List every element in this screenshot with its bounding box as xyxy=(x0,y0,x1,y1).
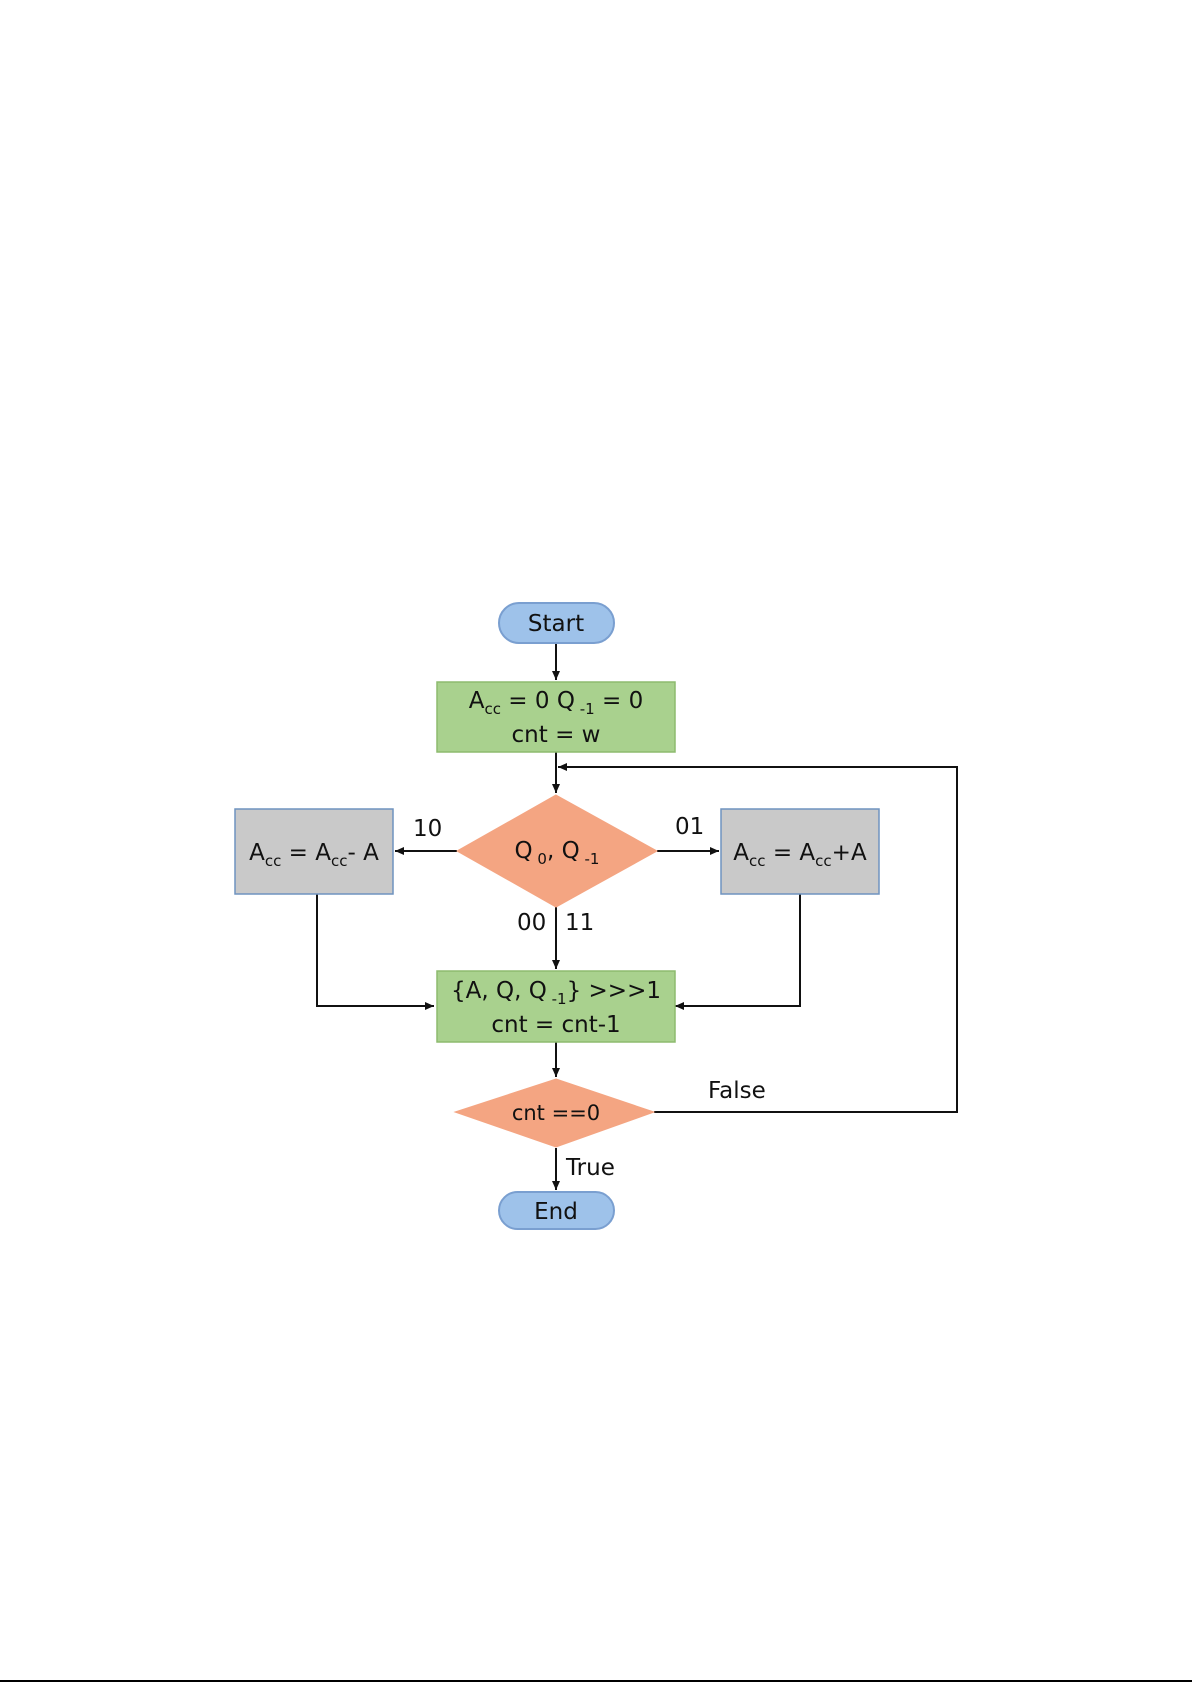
check-node: cnt ==0 xyxy=(455,1079,654,1147)
add-node: Acc = Acc+A xyxy=(721,809,879,894)
edge-label-11: 11 xyxy=(565,910,594,936)
init-node: Acc = 0 Q -1 = 0 cnt = w xyxy=(437,682,675,752)
decision-node: Q 0, Q -1 xyxy=(457,795,657,907)
start-label: Start xyxy=(528,611,584,637)
init-line2: cnt = w xyxy=(512,722,601,748)
end-node: End xyxy=(499,1192,614,1229)
shift-line2: cnt = cnt-1 xyxy=(491,1012,620,1038)
edge-subtract-to-shift xyxy=(317,894,434,1006)
page-bottom-rule xyxy=(0,1680,1192,1682)
edge-add-to-shift xyxy=(675,894,800,1006)
edge-label-01: 01 xyxy=(675,814,704,840)
start-node: Start xyxy=(499,603,614,643)
end-label: End xyxy=(534,1199,578,1225)
edge-label-00: 00 xyxy=(517,910,546,936)
check-label: cnt ==0 xyxy=(512,1101,600,1125)
subtract-node: Acc = Acc- A xyxy=(235,809,393,894)
shift-node: {A, Q, Q -1} >>>1 cnt = cnt-1 xyxy=(437,971,675,1042)
edge-label-false: False xyxy=(708,1078,766,1104)
edge-label-10: 10 xyxy=(413,816,442,842)
edge-label-true: True xyxy=(565,1155,615,1181)
